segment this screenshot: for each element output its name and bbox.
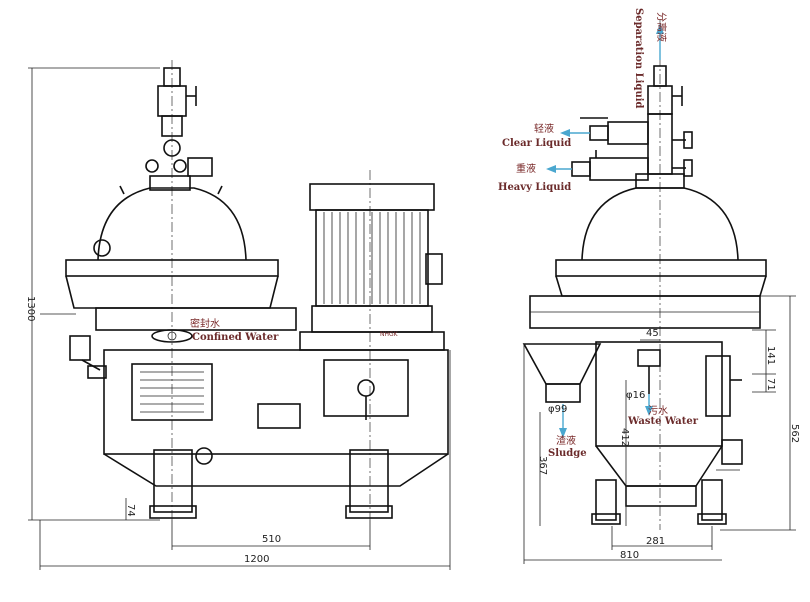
front-foot-offset-dim: 74 <box>125 504 136 517</box>
waste-water-label: Waste Water <box>627 416 699 427</box>
side-total-width-dim: 810 <box>620 550 639 561</box>
sludge-cn-label: 渣液 <box>556 434 576 447</box>
motor-plate-text: NHGK <box>380 331 399 338</box>
side-base-width-dim: 281 <box>646 536 665 547</box>
confined-water-label: Confined Water <box>192 332 279 343</box>
front-height-dim: 1300 <box>25 296 36 321</box>
sludge-label: Sludge <box>548 448 587 459</box>
front-total-width-dim: 1200 <box>244 554 269 565</box>
side-waste-height-dim: 412 <box>619 428 630 447</box>
sludge-dia-dim: φ99 <box>548 404 567 415</box>
pipe-small-dim: 45 <box>646 328 659 339</box>
front-foot-spacing-dim: 510 <box>262 534 281 545</box>
confined-water-cn-label: 密封水 <box>190 317 220 330</box>
separation-liquid-label: Separation Liquid <box>633 8 644 109</box>
side-sludge-height-dim: 367 <box>537 456 548 475</box>
side-view: 分离液 Separation Liquid 轻液 Clear Liquid 重液… <box>498 8 800 564</box>
side-right-b-dim: 71 <box>765 378 776 391</box>
waste-water-dia-dim: φ16 <box>626 390 645 401</box>
heavy-liquid-cn-label: 重液 <box>516 162 536 175</box>
heavy-liquid-label: Heavy Liquid <box>498 182 571 193</box>
side-total-height-dim: 562 <box>789 424 800 443</box>
front-view: NHGK 1300 74 510 1200 密封水 Confined Water <box>25 60 451 570</box>
clear-liquid-cn-label: 轻液 <box>534 122 554 135</box>
separation-liquid-cn-label: 分离液 <box>655 12 668 42</box>
waste-water-cn-label: 污水 <box>648 405 668 417</box>
clear-liquid-label: Clear Liquid <box>502 138 571 149</box>
side-right-a-dim: 141 <box>765 346 776 365</box>
